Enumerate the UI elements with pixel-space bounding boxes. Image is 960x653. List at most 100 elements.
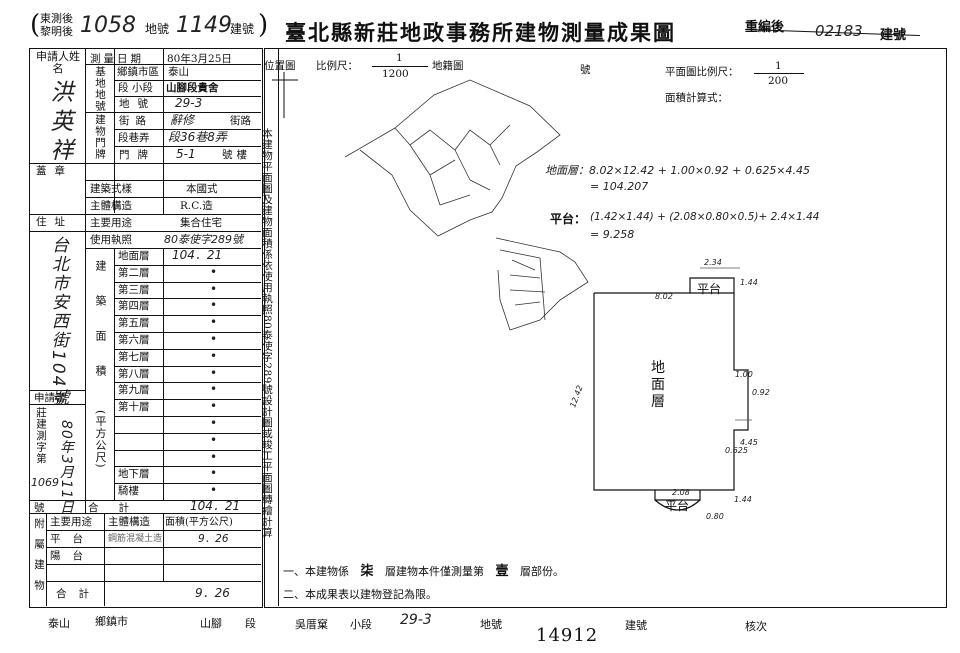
floor-name: 地面層 — [118, 250, 150, 262]
row-line — [85, 248, 261, 249]
footer-bldg-label: 建號 — [625, 619, 647, 632]
footer-subsection-label: 小段 — [350, 618, 372, 631]
code-box-close-paren: ) — [258, 10, 269, 40]
attached-total-label: 合計 — [56, 588, 101, 600]
row-line — [114, 96, 261, 97]
attached-label: 附屬建物 — [33, 518, 45, 600]
ground-floor-outline — [593, 277, 749, 501]
permit-label: 使用執照 — [90, 234, 132, 246]
dim-top-platform: 2.34 — [704, 258, 722, 267]
floor-area-value: • — [210, 382, 218, 396]
floor-row-line — [114, 466, 261, 467]
row-line — [30, 231, 85, 232]
row-line — [30, 390, 85, 391]
plan-scale-label: 平面圖比例尺： — [665, 66, 739, 78]
code-box: 東測後 黎明後 — [40, 12, 73, 38]
dim-right-3: 4.45 — [740, 438, 758, 447]
floor-area-value: • — [210, 298, 218, 312]
town-label: 鄉鎮市區 — [117, 66, 159, 78]
building-number-hw: 1149 — [176, 13, 232, 38]
floor-name: 第五層 — [118, 317, 150, 329]
reorg-number-hw: 02183 — [815, 22, 863, 40]
col-line — [114, 48, 115, 213]
address-hw: 台北市安西街104號 — [48, 236, 68, 408]
lane-value: 段36巷8弄 — [168, 130, 227, 144]
floor-area-value: 104．21 — [172, 248, 223, 262]
floor-area-value: • — [210, 366, 218, 380]
calc-platform-label: 平台： — [550, 212, 587, 226]
row-line — [85, 180, 261, 181]
note-1-floors: 柒 — [360, 564, 374, 579]
col-line — [46, 513, 47, 606]
request-number-hw: 1069 — [31, 476, 59, 489]
floor-name: 第四層 — [118, 300, 150, 312]
survey-date-label: 測量日期 — [90, 53, 144, 65]
location-scale-bar — [372, 66, 428, 67]
code-box-open-paren: ( — [30, 10, 41, 40]
street-value: 辭修 — [170, 113, 195, 127]
floor-row-line — [114, 382, 261, 383]
seal-label: 蓋章 — [36, 165, 73, 177]
col-line — [163, 48, 164, 78]
request-date-hw: 80年3月11日 — [58, 420, 74, 515]
code-line-1: 東測後 — [40, 12, 73, 25]
row-line — [114, 129, 261, 130]
footer-section-label: 段 — [245, 617, 256, 630]
cadastral-map-label: 地籍圖 — [432, 60, 464, 72]
footer-stamp-number: 14912 — [536, 625, 599, 646]
footer-check-label: 核次 — [745, 620, 767, 633]
row-line — [85, 112, 261, 113]
street-label: 街路 — [119, 115, 152, 127]
note-1: 一、本建物係 柒 層建物本件僅測量第 壹 層部份。 — [283, 560, 564, 579]
structure-value: R.C.造 — [180, 200, 213, 212]
attached-area: 9．26 — [198, 533, 229, 545]
dim-bottom: 2.08 — [672, 488, 690, 497]
floor-area-value: • — [210, 433, 218, 447]
reorg-label: 重編後 — [745, 20, 785, 35]
row-line — [85, 64, 261, 65]
ground-floor-label: 地面層 — [651, 360, 665, 410]
dim-right-2: 0.92 — [752, 388, 770, 397]
platform-bottom-label: 平台 — [665, 499, 690, 513]
style-label: 建築式樣 — [90, 183, 132, 195]
street-unit: 街路 — [230, 115, 251, 127]
style-value: 本國式 — [186, 183, 218, 195]
floor-row-line — [114, 349, 261, 350]
floor-row-line — [114, 315, 261, 316]
floor-area-value: • — [210, 416, 218, 430]
row-line — [30, 404, 85, 405]
left-table-frame — [29, 48, 263, 608]
col-line — [104, 513, 105, 606]
row-line — [114, 146, 261, 147]
col-line — [163, 248, 164, 500]
dim-right-1: 1.00 — [735, 370, 753, 379]
attached-struct: 鋼筋混凝土造 — [108, 534, 163, 544]
reorg-suffix: 建號 — [880, 28, 907, 43]
floor-area-value: • — [210, 466, 218, 480]
applicant-label: 申請人姓名 — [36, 50, 80, 75]
attached-header-struct: 主體構造 — [108, 516, 150, 528]
floor-row-line — [114, 265, 261, 266]
calc-platform-hw: (1.42×1.44) + (2.08×0.80×0.5)+ 2.4×1.44 — [590, 211, 820, 223]
note-1-floor: 壹 — [495, 564, 509, 579]
note-1-suffix: 層部份。 — [520, 565, 565, 578]
use-value: 集合住宅 — [180, 217, 222, 229]
area-calc-label: 面積計算式： — [665, 92, 728, 104]
floor-name: 第七層 — [118, 351, 150, 363]
floor-area-value: • — [210, 282, 218, 296]
floor-name: 第九層 — [118, 384, 150, 396]
plan-scale-num: 1 — [775, 60, 782, 72]
row-line — [46, 564, 261, 565]
dim-right-4: 0.625 — [725, 446, 748, 455]
dim-top-platform-side: 1.44 — [740, 278, 758, 287]
floor-row-line — [114, 332, 261, 333]
calc-ground-result-hw: = 104.207 — [590, 180, 649, 193]
floor-row-line — [114, 282, 261, 283]
number-unit: 號樓 — [222, 149, 251, 161]
floor-row-line — [114, 366, 261, 367]
lot-label: 地號 — [119, 98, 156, 110]
attached-header-use: 主要用途 — [50, 516, 92, 528]
calc-platform-result-hw: = 9.258 — [590, 228, 635, 241]
floor-name: 地下層 — [118, 468, 150, 480]
